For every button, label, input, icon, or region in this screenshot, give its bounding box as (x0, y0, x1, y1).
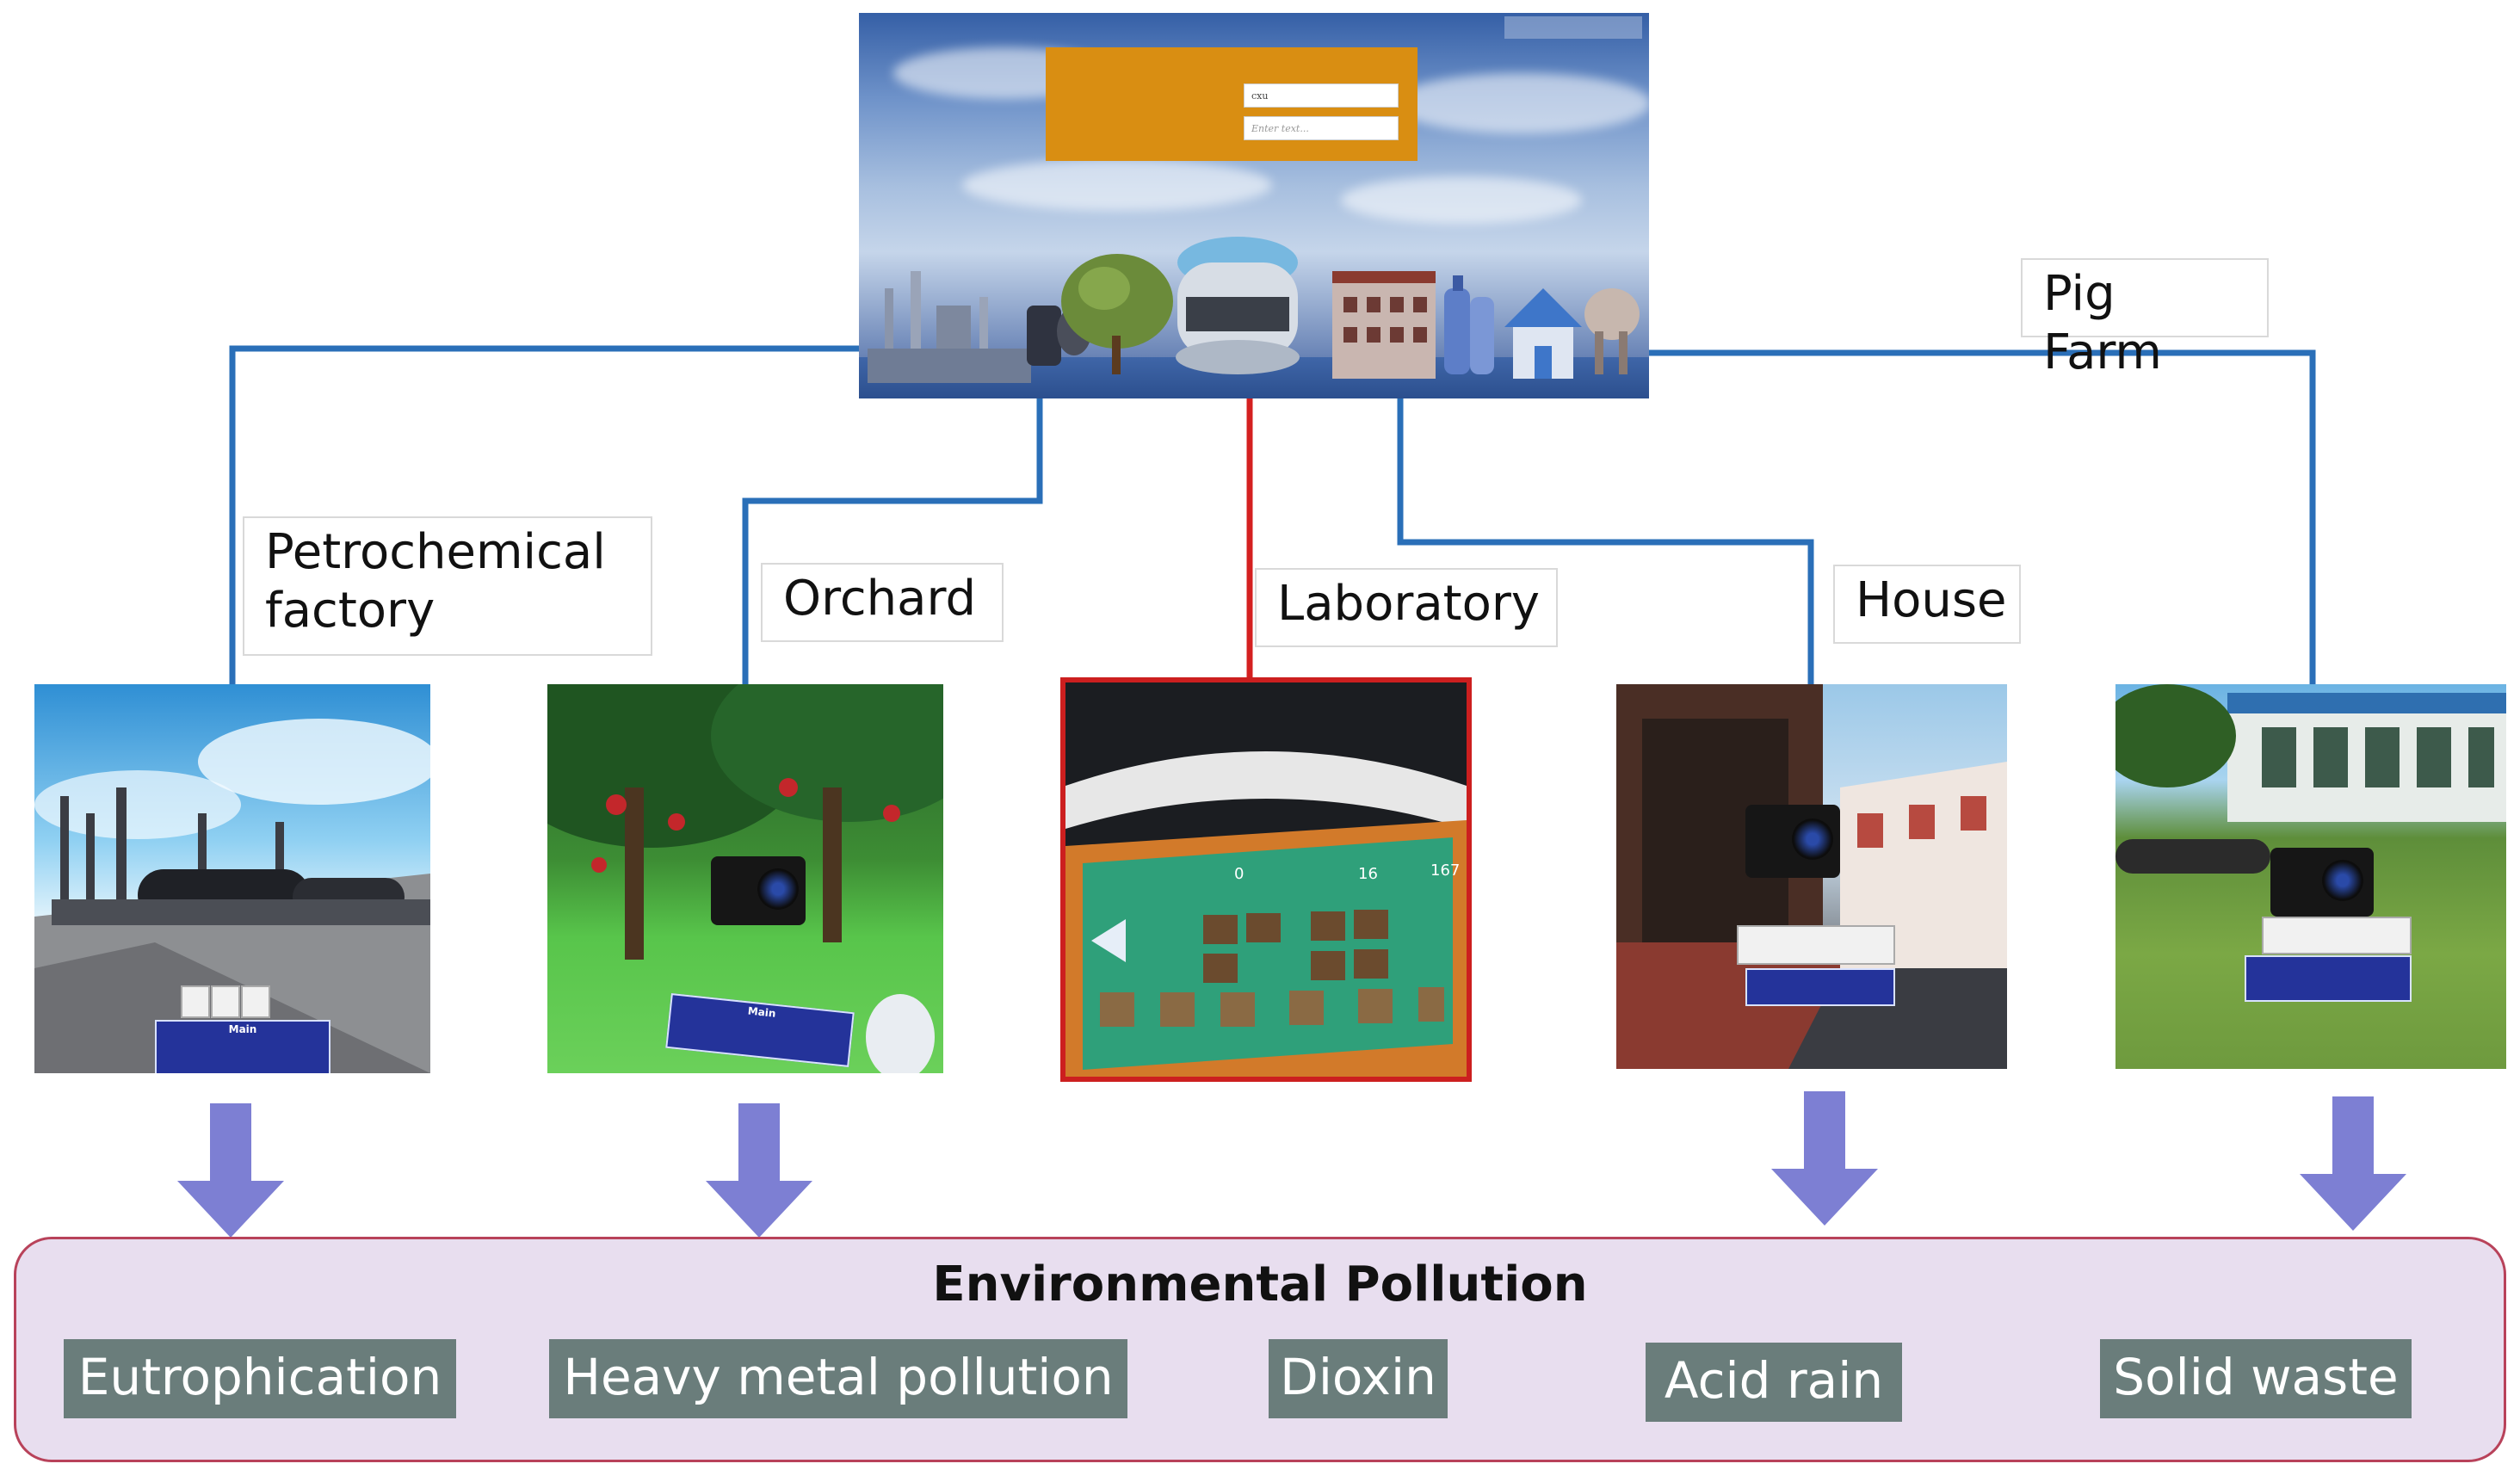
scene-house (1616, 684, 2007, 1069)
tag-dioxin: Dioxin (1269, 1339, 1448, 1418)
login-username-field[interactable]: cxu (1244, 83, 1399, 108)
label-pig-farm: Pig Farm (2021, 258, 2269, 380)
tag-eutrophication: Eutrophication (64, 1339, 456, 1418)
scene-pig-farm (2115, 684, 2506, 1069)
tag-heavy-metal-pollution: Heavy metal pollution (549, 1339, 1127, 1418)
laboratory-icon (1176, 237, 1300, 374)
scene-menu-panel[interactable] (2245, 955, 2412, 1002)
orchard-icon (1027, 254, 1173, 374)
scene-petrochemical-factory: Main (34, 684, 430, 1073)
label-petrochemical-factory: Petrochemical factory (243, 516, 652, 656)
camera-device[interactable] (2270, 848, 2374, 917)
lab-counter-2: 16 (1358, 865, 1378, 883)
connector-petrochemical (229, 345, 895, 684)
connector-pig-farm (1597, 349, 2316, 684)
login-password-field[interactable]: Enter text... (1244, 116, 1399, 140)
photo-slot[interactable] (211, 985, 240, 1018)
down-arrow-icon (706, 1103, 812, 1238)
down-arrow-icon (2300, 1096, 2406, 1231)
photo-slot[interactable] (181, 985, 210, 1018)
label-house: House (1833, 565, 2021, 644)
pig-icon (1584, 288, 1640, 374)
hub-top-bar (1504, 16, 1642, 39)
lab-counter-3: 167 (1430, 862, 1461, 880)
scene-laboratory: 0 16 167 (1060, 677, 1472, 1082)
camera-lens (757, 868, 799, 910)
house-icon (1332, 271, 1436, 379)
camera-device[interactable] (1745, 805, 1840, 878)
factory-icon (868, 271, 1031, 383)
photo-strip[interactable] (1737, 925, 1895, 965)
connector-house (1397, 353, 1814, 684)
login-panel: cxu Enter text... (1046, 47, 1418, 161)
label-laboratory: Laboratory (1255, 568, 1558, 647)
camera-lens (2322, 860, 2363, 901)
scene-menu-panel[interactable]: Main (155, 1020, 330, 1073)
tag-solid-waste: Solid waste (2100, 1339, 2412, 1418)
pollution-group-title: Environmental Pollution (932, 1257, 1588, 1312)
small-house-icon (1504, 288, 1582, 379)
tag-acid-rain: Acid rain (1646, 1343, 1902, 1422)
bottle-icon (1444, 275, 1494, 374)
down-arrow-icon (1771, 1091, 1878, 1226)
scene-orchard: Main (547, 684, 943, 1073)
camera-device[interactable] (711, 856, 806, 925)
hub-screenshot: cxu Enter text... (859, 13, 1649, 398)
camera-lens (1792, 818, 1833, 860)
connector-orchard (742, 353, 1043, 684)
lab-counter-1: 0 (1234, 865, 1245, 883)
photo-strip[interactable] (2262, 917, 2412, 954)
label-orchard: Orchard (761, 563, 1004, 642)
photo-slot[interactable] (241, 985, 270, 1018)
down-arrow-icon (177, 1103, 284, 1238)
scene-menu-panel[interactable] (1745, 968, 1895, 1006)
menu-title: Main (228, 1023, 257, 1035)
